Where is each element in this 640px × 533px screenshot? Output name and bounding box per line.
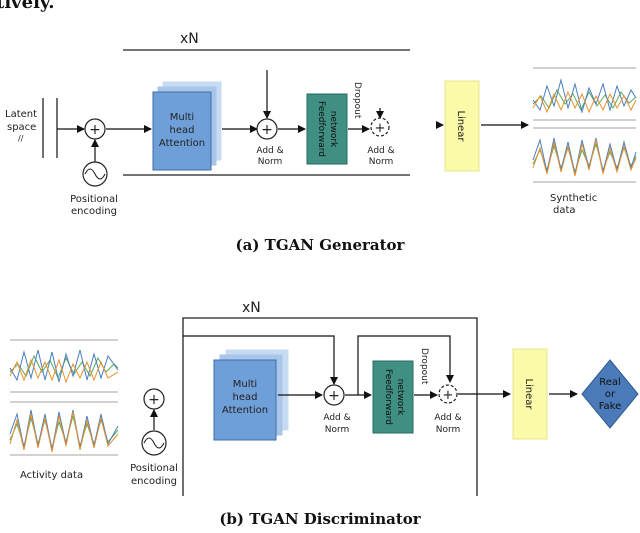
- gen-ffn-label-1: Feedforward: [316, 101, 326, 157]
- gen-addnorm-1-plus-icon: +: [261, 122, 273, 138]
- gen-addnorm-2-label-2: Norm: [369, 157, 394, 167]
- disc-residual-2-line: [357, 335, 454, 395]
- disc-dropout-label: Dropout: [419, 348, 429, 385]
- disc-ffn-label-2: network: [395, 379, 405, 416]
- disc-repeat-label: xN: [242, 300, 261, 316]
- discriminator-diagram: xN Activity data + Positional encoding: [9, 300, 639, 528]
- gen-latent-label-1: Latent: [5, 109, 37, 120]
- gen-ffn-block: [306, 93, 348, 165]
- gen-attention-label-1: Multi: [170, 112, 194, 123]
- generator-diagram: xN Latent space // + Positional encoding…: [5, 31, 637, 254]
- disc-attention-label-3: Attention: [222, 405, 268, 416]
- disc-attention-label-2: head: [233, 392, 258, 403]
- gen-sum-node: [84, 118, 106, 140]
- disc-ffn-block: [372, 360, 414, 434]
- gen-positional-label-2: encoding: [71, 206, 117, 217]
- disc-attention-block: [213, 359, 277, 441]
- gen-latent-symbol: //: [18, 134, 24, 143]
- disc-decision-label-1: Real: [599, 377, 621, 388]
- disc-addnorm-1-node: [323, 384, 345, 406]
- gen-ffn-label-2: network: [328, 111, 338, 148]
- disc-input-label: Activity data: [20, 470, 83, 481]
- disc-addnorm-2-node: [438, 384, 458, 404]
- disc-addnorm-1-plus-icon: +: [328, 388, 340, 404]
- disc-decision-label-2: or: [605, 389, 616, 400]
- disc-addnorm-2-label-1: Add &: [434, 413, 461, 423]
- gen-addnorm-1-label-1: Add &: [256, 146, 283, 156]
- gen-addnorm-2-node: [370, 117, 390, 137]
- gen-linear-block: [444, 80, 480, 172]
- gen-attention-block: [152, 91, 212, 171]
- gen-caption: (a) TGAN Generator: [236, 236, 406, 254]
- gen-addnorm-1-node: [256, 118, 278, 140]
- gen-synthetic-signals: [532, 67, 637, 183]
- gen-output-label-1: Synthetic: [550, 193, 597, 204]
- disc-linear-block: [512, 348, 548, 440]
- gen-attention-label-2: head: [170, 125, 195, 136]
- gen-positional-label-1: Positional: [70, 194, 118, 205]
- gen-addnorm-1-label-2: Norm: [258, 157, 283, 167]
- disc-repeat-frame: [182, 317, 478, 496]
- gen-addnorm-2-plus-icon: +: [375, 121, 386, 136]
- header-fragment: tively.: [0, 0, 55, 13]
- disc-ffn-label-1: Feedforward: [383, 369, 393, 425]
- gen-sum-plus-icon: +: [89, 122, 101, 138]
- disc-positional-label-2: encoding: [131, 476, 177, 487]
- gen-dropout-label: Dropout: [352, 82, 362, 119]
- disc-sum-plus-icon: +: [148, 392, 160, 408]
- disc-activity-signals: [9, 339, 119, 456]
- gen-addnorm-2-label-1: Add &: [367, 146, 394, 156]
- gen-linear-label: Linear: [455, 110, 466, 142]
- gen-latent-label-2: space: [7, 122, 36, 133]
- gen-repeat-label: xN: [180, 31, 199, 47]
- disc-addnorm-1-label-1: Add &: [323, 413, 350, 423]
- disc-addnorm-2-plus-icon: +: [443, 388, 454, 403]
- disc-decision-diamond: [581, 359, 639, 429]
- gen-attention-label-3: Attention: [159, 138, 205, 149]
- disc-positional-label-1: Positional: [130, 463, 178, 474]
- disc-addnorm-1-label-2: Norm: [325, 425, 350, 435]
- disc-caption: (b) TGAN Discriminator: [219, 510, 421, 528]
- gen-output-label-2: data: [553, 205, 576, 216]
- disc-attention-label-1: Multi: [233, 379, 257, 390]
- disc-decision-label-3: Fake: [599, 401, 622, 412]
- disc-residual-1-line: [183, 335, 338, 385]
- disc-linear-label: Linear: [523, 378, 534, 410]
- disc-addnorm-2-label-2: Norm: [436, 425, 461, 435]
